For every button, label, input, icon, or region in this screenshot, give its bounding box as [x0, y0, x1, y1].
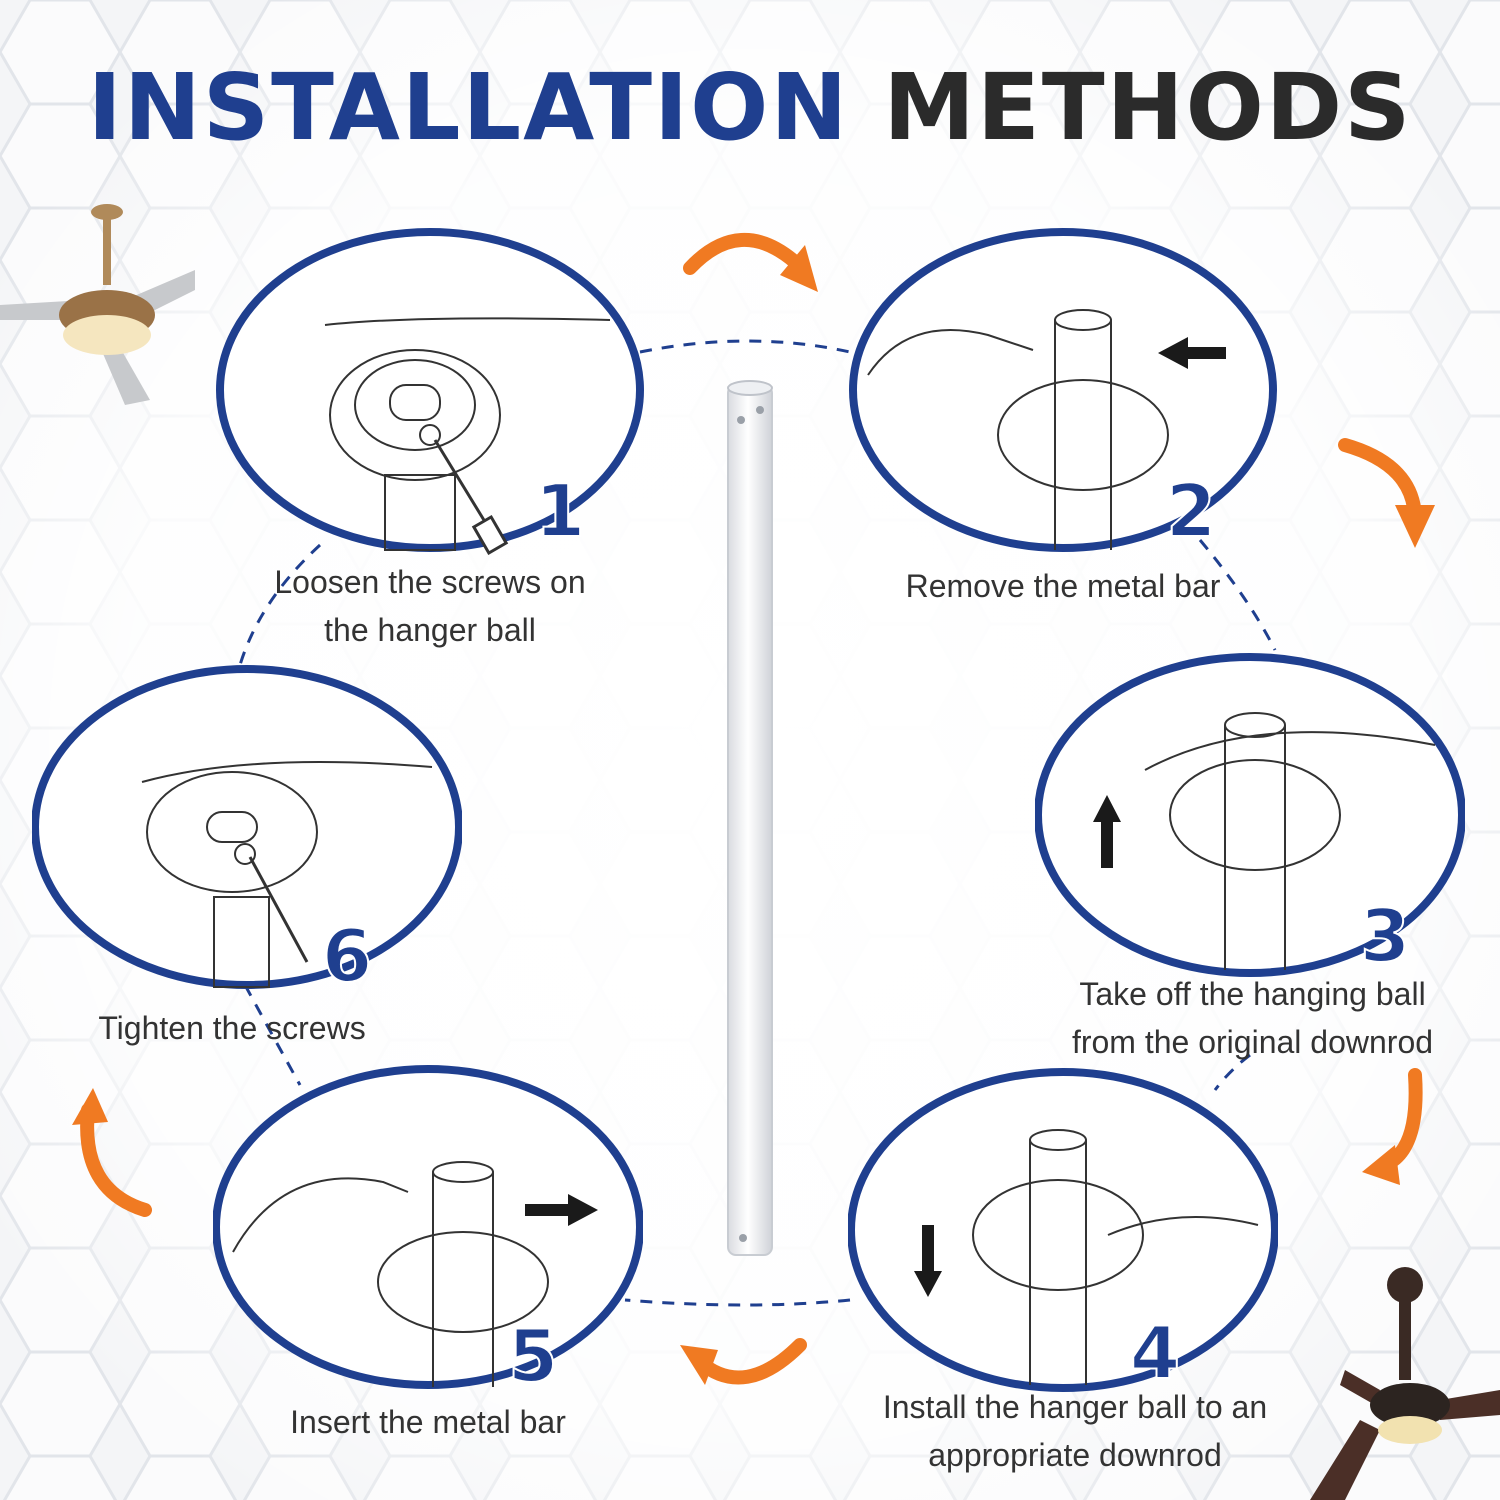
- step-1-caption: Loosen the screws on the hanger ball: [215, 558, 645, 654]
- dashed-path: [238, 339, 1277, 1307]
- step-ring: [1035, 653, 1465, 977]
- step-ring: [848, 1068, 1278, 1392]
- caption-line: appropriate downrod: [928, 1437, 1222, 1473]
- step-4-caption: Install the hanger ball to an appropriat…: [825, 1383, 1325, 1479]
- caption-line: Install the hanger ball to an: [882, 1389, 1268, 1425]
- step-5-caption: Insert the metal bar: [213, 1398, 643, 1446]
- step-2: 2: [848, 225, 1278, 555]
- title-word-methods: METHODS: [883, 54, 1413, 161]
- caption-line: from the original downrod: [1071, 1024, 1434, 1060]
- black-arrow-icon: [1093, 795, 1121, 868]
- step-2-caption: Remove the metal bar: [848, 562, 1278, 610]
- step-number: 2: [1165, 469, 1217, 553]
- caption-line: Remove the metal bar: [905, 568, 1221, 604]
- step-6-caption: Tighten the screws: [32, 1004, 432, 1052]
- screwdriver-icon: [248, 856, 309, 963]
- step-number: 1: [534, 469, 586, 553]
- black-arrow-icon: [1158, 337, 1226, 369]
- caption-line: the hanger ball: [324, 612, 536, 648]
- step-3-caption: Take off the hanging ball from the origi…: [1005, 970, 1500, 1066]
- ceiling-fan-icon: [1310, 1267, 1500, 1500]
- black-arrow-icon: [914, 1225, 942, 1297]
- step-number: 5: [507, 1314, 559, 1398]
- step-6: 6: [32, 662, 462, 998]
- page-title: INSTALLATION METHODS: [0, 62, 1500, 154]
- downrod-pipe: [727, 380, 773, 1256]
- caption-line: Tighten the screws: [98, 1010, 366, 1046]
- step-3: 3: [1035, 650, 1465, 980]
- black-arrow-icon: [525, 1194, 598, 1226]
- step-ring: [32, 665, 462, 989]
- screwdriver-icon: [433, 439, 509, 555]
- step-number: 4: [1129, 1311, 1181, 1395]
- caption-line: Take off the hanging ball: [1079, 976, 1426, 1012]
- step-ring: [849, 228, 1277, 552]
- step-ring: [213, 1065, 643, 1389]
- step-5: 5: [213, 1062, 643, 1398]
- caption-line: Insert the metal bar: [290, 1404, 566, 1440]
- caption-line: Loosen the screws on: [274, 564, 586, 600]
- ceiling-fan-icon: [0, 204, 195, 405]
- step-number: 3: [1359, 894, 1411, 978]
- step-number: 6: [321, 914, 373, 998]
- title-word-installation: INSTALLATION: [87, 54, 850, 161]
- step-1: 1: [215, 225, 645, 555]
- step-ring: [216, 228, 644, 555]
- step-4: 4: [848, 1065, 1278, 1395]
